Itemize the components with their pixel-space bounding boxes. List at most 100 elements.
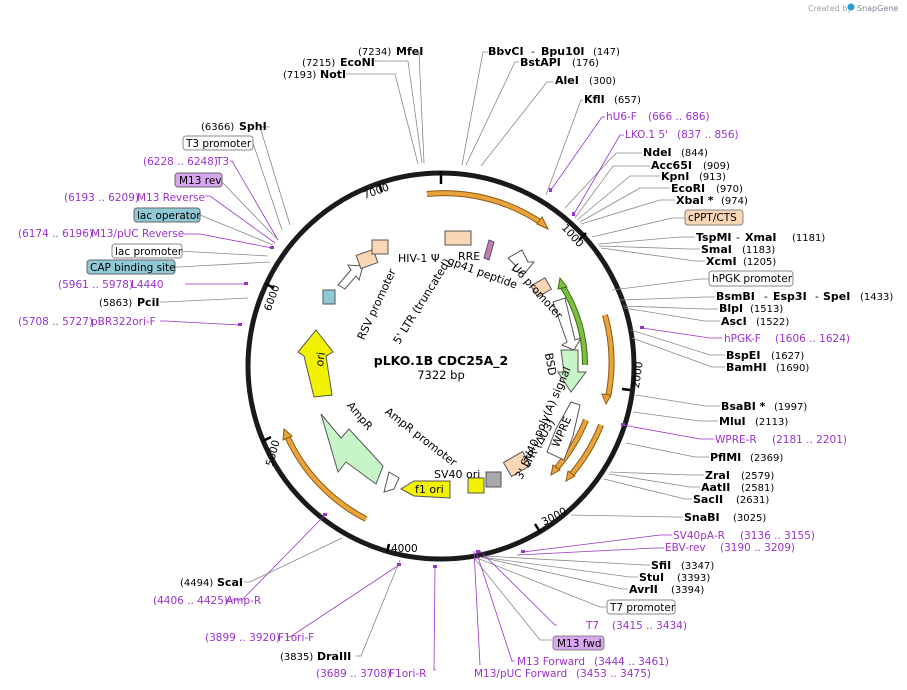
primer-leaders <box>160 116 722 671</box>
leader-bsmbi <box>619 296 715 301</box>
pos-ecori: (970) <box>716 184 743 195</box>
enzyme-scai: ScaI <box>217 576 243 589</box>
leader-hpgkf <box>641 327 722 339</box>
brand-text: SnapGene <box>857 4 898 13</box>
leader-draiii <box>356 559 401 657</box>
pos-mlui: (2113) <box>755 417 788 428</box>
primer-hu6f: hU6-F <box>606 111 637 123</box>
pos-bsmbi: (1433) <box>860 292 893 303</box>
enzyme-xmai: XmaI <box>745 231 776 244</box>
backbone-ticks <box>262 171 631 553</box>
primer-range-ampr: (4406 .. 4425) <box>153 595 228 607</box>
box-t7promoter <box>606 599 676 615</box>
leader-f1orir <box>433 566 436 671</box>
enzyme-zrai: ZraI <box>705 469 730 482</box>
enzyme-smai: SmaI <box>701 243 732 256</box>
primer-range-hpgkf: (1606 .. 1624) <box>775 333 850 345</box>
ampr-promoter-arrow <box>383 471 400 493</box>
marker-pbr322 <box>238 323 242 326</box>
hiv-psi-block <box>371 239 389 255</box>
marker-f1orif <box>397 563 401 566</box>
leader-econi <box>374 60 423 164</box>
leader-lko1 <box>573 134 624 215</box>
enzyme-tspmi: TspMI <box>696 231 732 244</box>
primer-m13puc-forward: M13/pUC Forward <box>474 668 567 680</box>
pos-sphi: (6366) <box>201 122 234 133</box>
leader-cap <box>176 261 271 268</box>
primer-range-m13puc-rev: (6174 .. 6196) <box>18 228 93 240</box>
enzyme-sep-bsmbi: - <box>764 291 768 303</box>
orange-arc-lower-1-arrow <box>550 464 561 476</box>
pos-bbvci: (147) <box>593 47 620 58</box>
leader-aatii <box>608 473 700 488</box>
wpre-block <box>546 401 581 461</box>
gp41-block <box>483 239 495 261</box>
marker-hu6f <box>549 188 552 192</box>
box-hpgk <box>708 270 794 287</box>
primer-t3: T3 <box>215 156 229 168</box>
enzyme-sfii: SfiI <box>651 559 671 572</box>
box-m13fwd-label: M13 fwd <box>557 638 602 650</box>
enzyme-kpni: KpnI <box>661 170 689 183</box>
tick-label-2000: 2000 <box>630 361 646 389</box>
box-cppt-label: cPPT/CTS <box>688 212 737 224</box>
tick-7000 <box>377 183 384 193</box>
leader-tspmi <box>597 236 695 245</box>
primer-range-f1orir: (3689 .. 3708) <box>316 668 391 680</box>
inner-features <box>297 230 587 499</box>
tick-label-5000: 5000 <box>264 439 283 468</box>
tick-5000 <box>262 435 272 443</box>
box-lacpromoter <box>111 243 183 259</box>
plasmid-name: pLKO.1B CDC25A_2 <box>374 353 508 369</box>
primer-m13puc-rev: M13/pUC Reverse <box>91 228 184 240</box>
leader-pbr322 <box>160 320 241 326</box>
marker-l4440 <box>244 282 248 285</box>
enzyme-xcmi: XcmI <box>706 255 737 268</box>
pos-acc65i: (909) <box>703 161 730 172</box>
ori-arrow <box>297 329 334 398</box>
green-arc-fill <box>559 282 588 366</box>
pos-scai: (4494) <box>180 578 213 589</box>
leader-m13puc-rev <box>184 233 273 249</box>
leader-pcii <box>160 297 249 303</box>
enzyme-stui: StuI <box>639 571 664 584</box>
leader-sacii <box>603 478 692 500</box>
enzyme-pflmi: PflMI <box>710 451 741 464</box>
primer-range-ebvrev: (3190 .. 3209) <box>720 542 795 554</box>
leader-noti <box>346 73 419 165</box>
pos-aatii: (2581) <box>741 483 774 494</box>
leader-cppt <box>591 217 685 238</box>
pos-draiii: (3835) <box>280 652 313 663</box>
leader-blpi <box>622 305 718 310</box>
label-hiv-psi: HIV-1 Ψ <box>398 252 440 265</box>
marker-sv40par <box>521 550 525 553</box>
primer-range-wprer: (2181 .. 2201) <box>772 434 847 446</box>
label-f1ori: f1 ori <box>415 483 444 496</box>
primer-ampr: Amp-R <box>226 595 261 607</box>
primer-pbr322: pBR322ori-F <box>91 316 156 328</box>
enzyme-blpi: BlpI <box>719 302 743 315</box>
tick-1000 <box>578 232 587 241</box>
orange-arc-top-arrow <box>536 216 550 231</box>
label-rre: RRE <box>458 250 480 263</box>
box-cap-label: CAP binding site <box>90 262 176 274</box>
enzyme-bamhi: BamHI <box>726 361 767 374</box>
pos-bamhi: (1690) <box>776 363 809 374</box>
leader-pflmi <box>625 442 709 458</box>
pos-zrai: (2579) <box>741 471 774 482</box>
primer-range-t3: (6228 .. 6248) <box>143 156 218 168</box>
tick-label-1000: 1000 <box>559 222 586 250</box>
leader-alei <box>480 81 554 167</box>
pos-sfii: (3347) <box>681 561 714 572</box>
primer-l4440: L4440 <box>131 279 164 291</box>
pos-alei: (300) <box>589 76 616 87</box>
leader-wprer <box>622 424 714 440</box>
label-gp41: gp41 peptide <box>446 254 520 291</box>
pos-noti: (7193) <box>283 70 316 81</box>
primer-range-l4440: (5961 .. 5978) <box>58 279 133 291</box>
box-m13rev-label: M13 rev <box>179 175 222 187</box>
tick-label-7000: 7000 <box>362 181 391 201</box>
enzyme-snabi: SnaBI <box>684 511 720 524</box>
leader-asci <box>623 307 720 322</box>
enzyme-noti: NotI <box>320 68 346 81</box>
